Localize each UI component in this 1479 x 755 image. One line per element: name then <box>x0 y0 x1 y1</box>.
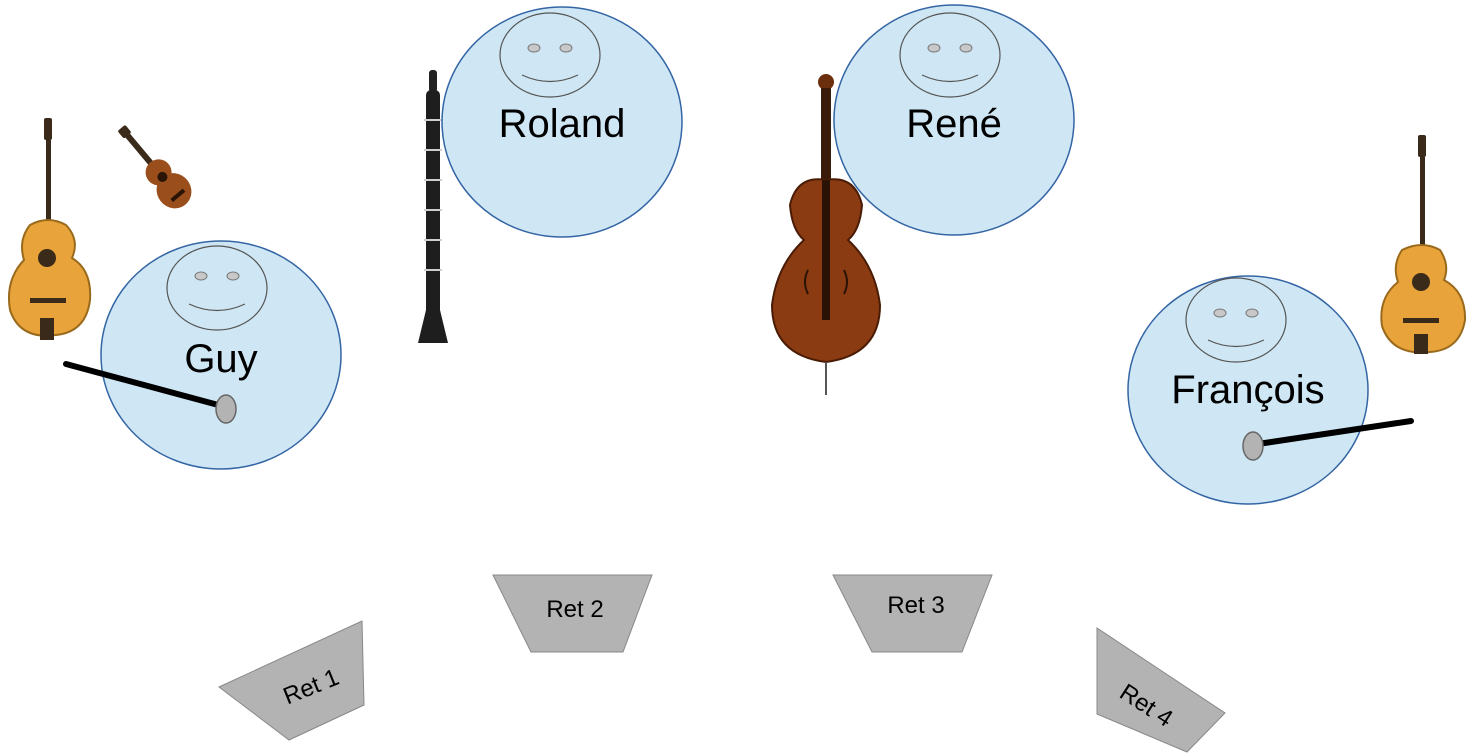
guitar-left-icon <box>8 118 92 340</box>
head-circle <box>100 240 342 470</box>
monitor-ret-2: Ret 2 <box>492 574 653 653</box>
guitar-right-icon <box>1380 135 1467 354</box>
musician-rene: René <box>833 4 1075 236</box>
musician-name-label: Roland <box>499 102 626 146</box>
musician-roland: Roland <box>441 6 683 238</box>
musician-name-label: Guy <box>184 337 257 381</box>
smiley-face-icon <box>499 12 601 98</box>
musician-guy: Guy <box>63 240 342 470</box>
monitor-ret-3: Ret 3 <box>832 574 993 653</box>
smiley-face-icon <box>166 245 268 331</box>
monitor-label: Ret 2 <box>546 596 603 623</box>
musician-francois: François <box>1127 275 1414 505</box>
monitor-ret-4: Ret 4 <box>1096 627 1226 753</box>
ukulele-icon <box>118 125 192 209</box>
head-circle <box>833 4 1075 236</box>
microphone-icon <box>63 361 237 424</box>
head-circle <box>441 6 683 238</box>
smiley-face-icon <box>899 12 1001 98</box>
monitor-ret-1: Ret 1 <box>218 620 365 741</box>
double-bass-icon <box>770 74 882 395</box>
smiley-face-icon <box>1185 277 1287 363</box>
monitor-label: Ret 3 <box>887 592 944 619</box>
musician-name-label: François <box>1171 368 1324 412</box>
microphone-icon <box>1242 418 1414 461</box>
musician-name-label: René <box>906 102 1002 146</box>
clarinet-icon <box>418 70 448 343</box>
